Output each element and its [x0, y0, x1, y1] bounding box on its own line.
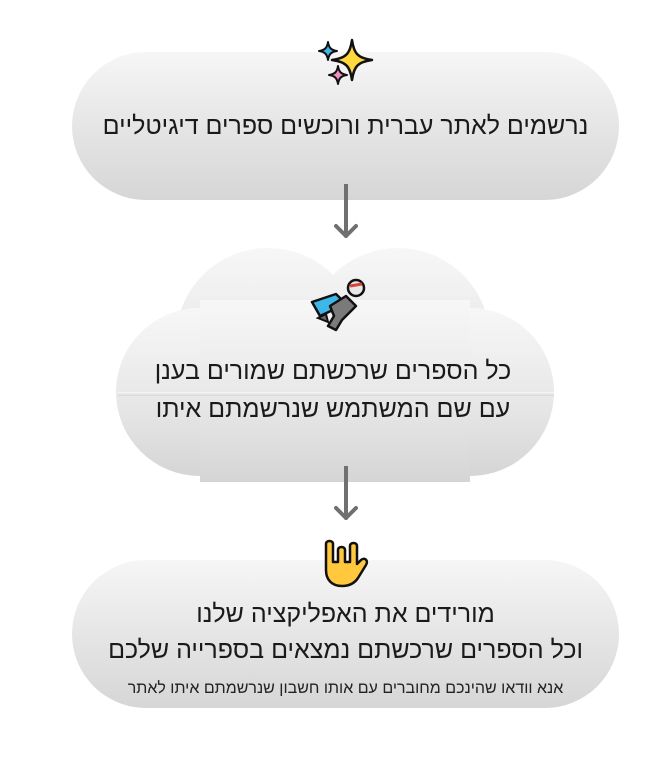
step-1-node: נרשמים לאתר עברית ורוכשים ספרים דיגיטליי… — [72, 52, 619, 200]
sparkles-icon — [318, 38, 374, 85]
arrow-down-2 — [334, 466, 358, 520]
step-1-text: נרשמים לאתר עברית ורוכשים ספרים דיגיטליי… — [102, 112, 589, 140]
step-2-node: כל הספרים שרכשתם שמורים בענן עם שם המשתמ… — [118, 352, 548, 428]
step-2-line-1: כל הספרים שרכשתם שמורים בענן — [154, 357, 512, 385]
step-2-line-2: עם שם המשתמש שנרשמתם איתו — [155, 395, 511, 423]
step-3-note: אנא וודאו שהינכם מחוברים עם אותו חשבון ש… — [127, 680, 564, 697]
arrow-down-1 — [334, 184, 358, 238]
step-3-line-1: מורידים את האפליקציה שלנו — [196, 600, 495, 628]
step-3-line-2: וכל הספרים שרכשתם נמצאים בספרייה שלכם — [108, 636, 583, 664]
love-you-hand-icon — [324, 539, 369, 588]
superhero-icon — [310, 278, 366, 332]
step-3-node: מורידים את האפליקציה שלנו וכל הספרים שרכ… — [72, 560, 619, 708]
